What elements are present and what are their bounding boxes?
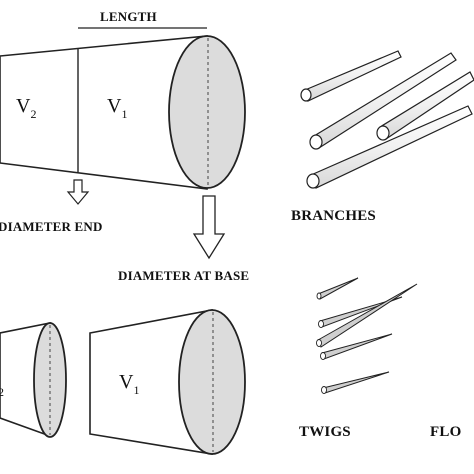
- diameter-end-arrow: [66, 179, 90, 205]
- bottom-log-diagram: 2 V1: [0, 309, 246, 455]
- bottom-right-log-end-face: [178, 309, 246, 455]
- length-label: LENGTH: [100, 9, 157, 24]
- flowers-label-partial: FLO: [430, 424, 461, 440]
- branches-illustration: BRANCHES: [291, 50, 474, 224]
- diameter-at-base-label: DIAMETER AT BASE: [118, 268, 249, 283]
- twigs-label: TWIGS: [299, 424, 351, 440]
- twig: [320, 333, 393, 360]
- twigs-illustration: TWIGS: [299, 277, 418, 440]
- volume-label-v2-bottom: 2: [0, 385, 4, 399]
- diameter-end-label: DIAMETER END: [0, 219, 103, 234]
- volume-label-v1-top: V1: [107, 95, 127, 121]
- twig: [316, 277, 359, 300]
- diameter-at-base-arrow: [192, 195, 226, 260]
- branch-rod: [300, 50, 402, 102]
- branch-rod: [306, 105, 473, 189]
- top-log-body: [0, 35, 208, 190]
- volume-label-v2-top: V2: [16, 95, 36, 121]
- twig: [316, 283, 418, 348]
- twig: [321, 371, 390, 394]
- branches-label: BRANCHES: [291, 208, 376, 224]
- top-log-diagram: LENGTH V2 V1 DIAMETER END DIAMETER AT BA…: [0, 9, 249, 283]
- branch-rod: [376, 71, 474, 141]
- branch-rod: [309, 52, 457, 150]
- volume-label-v1-bottom: V1: [119, 371, 139, 397]
- top-log-end-face: [168, 35, 246, 189]
